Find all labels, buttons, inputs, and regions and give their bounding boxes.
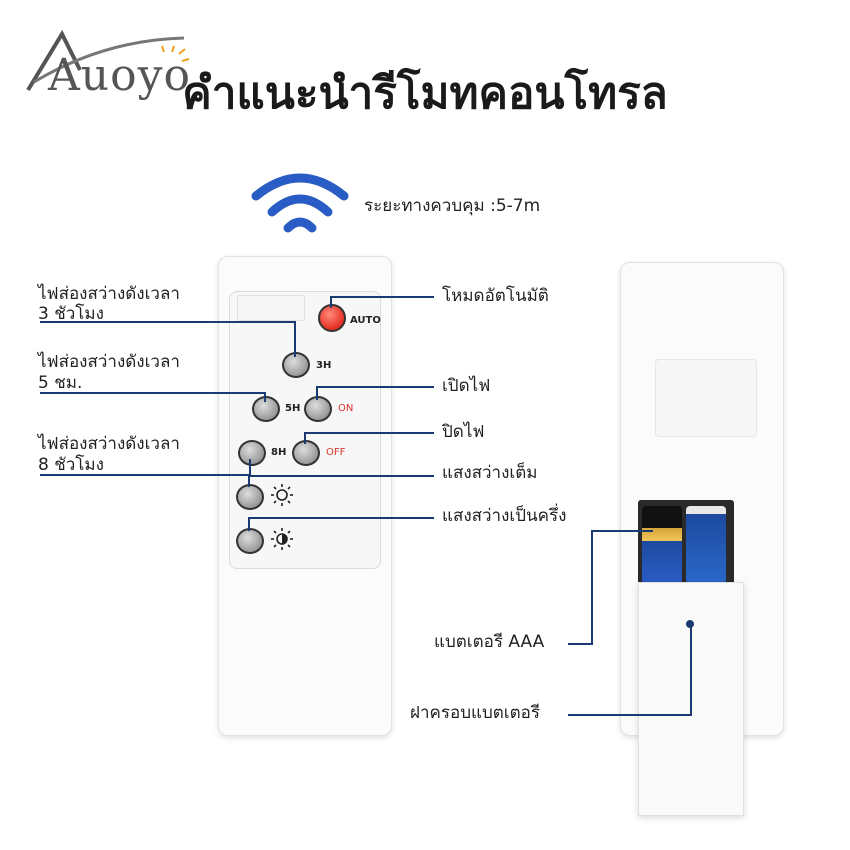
connector-on-h xyxy=(316,386,434,388)
sun-outline-icon xyxy=(271,484,293,506)
connector-half-h xyxy=(248,517,434,519)
connector-5h-h xyxy=(40,392,265,394)
connector-battery-top xyxy=(591,530,653,532)
connector-8h-v xyxy=(249,459,251,476)
label-half-brightness: แสงสว่างเป็นครึ่ง xyxy=(442,506,567,526)
connector-3h-h xyxy=(40,321,295,323)
8h-button[interactable] xyxy=(238,440,266,466)
remote-front xyxy=(218,256,392,736)
connector-battery-v xyxy=(591,530,593,645)
connector-off-h xyxy=(304,432,434,434)
panel-slot xyxy=(237,295,305,321)
connector-8h-h xyxy=(40,474,250,476)
connector-cover-h xyxy=(568,714,692,716)
label-battery: แบตเตอรี AAA xyxy=(434,632,545,652)
battery-2 xyxy=(686,506,726,584)
label-battery-cover: ฝาครอบแบตเตอรี xyxy=(410,703,540,723)
label-full-brightness: แสงสว่างเต็ม xyxy=(442,463,538,483)
auto-button-label: AUTO xyxy=(350,315,381,326)
logo-swoosh-icon xyxy=(26,30,190,92)
connector-full-v xyxy=(248,475,250,487)
connector-5h-v xyxy=(264,392,266,402)
brand-logo: Auoyo xyxy=(24,30,204,101)
label-turn-on: เปิดไฟ xyxy=(442,376,491,396)
connector-auto-v xyxy=(330,296,332,308)
connector-3h-v xyxy=(294,321,296,357)
5h-button-label: 5H xyxy=(285,403,301,414)
auto-button[interactable] xyxy=(318,304,346,332)
off-button-label: OFF xyxy=(326,447,346,458)
label-light-5h-line2: 5 ชม. xyxy=(38,373,83,393)
connector-off-v xyxy=(304,432,306,444)
3h-button-label: 3H xyxy=(316,360,332,371)
label-light-3h-line2: 3 ชัวโมง xyxy=(38,304,104,324)
page-title: คำแนะนำรีโมทคอนโทรล xyxy=(182,68,668,119)
3h-button[interactable] xyxy=(282,352,310,378)
half-brightness-button[interactable] xyxy=(236,528,264,554)
connector-cover-dot xyxy=(686,620,694,628)
connector-cover-v xyxy=(690,624,692,716)
label-light-3h-line1: ไฟส่องสว่างดังเวลา xyxy=(38,284,180,304)
wifi-signal-icon xyxy=(251,173,349,233)
back-recess xyxy=(655,359,757,437)
on-button[interactable] xyxy=(304,396,332,422)
off-button[interactable] xyxy=(292,440,320,466)
label-light-8h-line1: ไฟส่องสว่างดังเวลา xyxy=(38,434,180,454)
label-light-5h-line1: ไฟส่องสว่างดังเวลา xyxy=(38,352,180,372)
button-panel xyxy=(229,291,381,569)
connector-on-v xyxy=(316,386,318,400)
5h-button[interactable] xyxy=(252,396,280,422)
range-label: ระยะทางควบคุม :5-7m xyxy=(364,196,541,216)
connector-half-v xyxy=(248,517,250,531)
sun-half-icon xyxy=(271,528,293,550)
label-light-8h-line2: 8 ชัวโมง xyxy=(38,455,104,475)
on-button-label: ON xyxy=(338,403,354,414)
connector-auto-h xyxy=(330,296,434,298)
label-turn-off: ปิดไฟ xyxy=(442,422,485,442)
8h-button-label: 8H xyxy=(271,447,287,458)
connector-battery-h xyxy=(568,643,592,645)
full-brightness-button[interactable] xyxy=(236,484,264,510)
label-auto-mode: โหมดอัตโนมัติ xyxy=(442,286,549,306)
battery-1 xyxy=(642,506,682,584)
logo-text: Auoyo xyxy=(48,50,191,101)
connector-full-h xyxy=(248,475,434,477)
